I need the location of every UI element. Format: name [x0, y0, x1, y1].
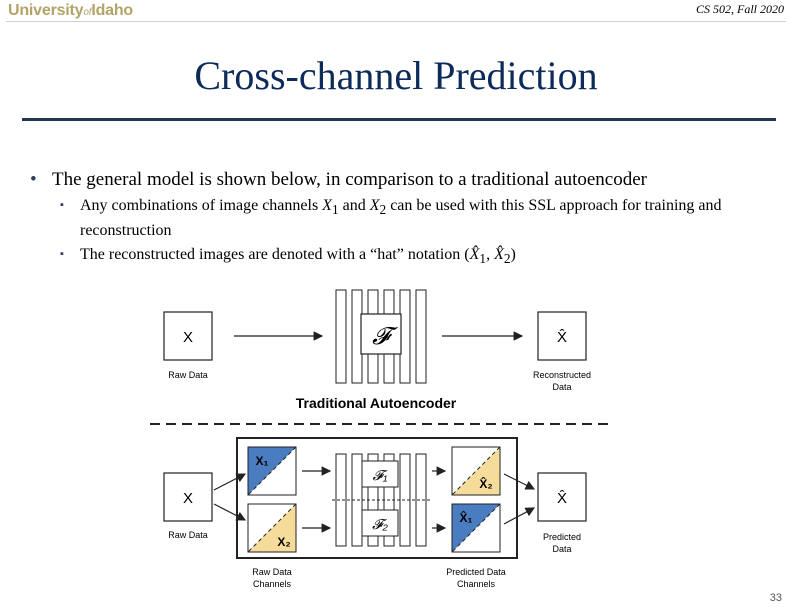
university-logo: UniversityofIdaho	[8, 2, 133, 19]
reconstructed-box	[537, 311, 587, 361]
reconstructed-symbol: X̂	[557, 329, 567, 346]
raw-data-symbol-2: X	[183, 490, 193, 507]
arrow-merge-2	[503, 507, 536, 525]
title-rule	[22, 118, 776, 121]
arrow-split-2	[213, 503, 247, 521]
predicted-channel-2-label: X̂₂	[479, 476, 492, 491]
predicted-channels-label-2: Channels	[457, 579, 496, 589]
page-number: 33	[769, 592, 782, 604]
predicted-channel-1-label: X̂₁	[460, 510, 473, 525]
model-frame	[236, 437, 518, 559]
predicted-data-label-2: Data	[552, 544, 571, 554]
encoder-stack	[335, 289, 427, 384]
section-title: Traditional Autoencoder	[296, 395, 457, 411]
bullet-list: The general model is shown below, in com…	[30, 168, 780, 269]
raw-data-label-2: Raw Data	[168, 530, 208, 540]
predicted-data-box	[537, 472, 587, 522]
architecture-figure: X Raw Data 𝓕 X̂ Reconstructed Data Tradi…	[150, 289, 608, 589]
channel-1-input	[247, 446, 297, 496]
raw-channels-label-1: Raw Data	[252, 567, 292, 577]
channel-2-input	[247, 503, 297, 553]
reconstructed-label-1: Reconstructed	[533, 370, 591, 380]
bullet-main: The general model is shown below, in com…	[30, 168, 780, 192]
bullet-sub-2: The reconstructed images are denoted wit…	[60, 244, 780, 269]
raw-data-box	[163, 311, 213, 361]
dual-encoder-stack	[332, 453, 430, 547]
predicted-channel-2	[451, 446, 501, 496]
predicted-channels-label-1: Predicted Data	[446, 567, 506, 577]
bullet-sub-1: Any combinations of image channels X1 an…	[60, 195, 780, 241]
raw-data-box-2	[163, 472, 213, 522]
channel-1-label: X₁	[256, 454, 269, 468]
channel-2-label: X₂	[277, 535, 290, 549]
predicted-data-symbol: X̂	[557, 490, 567, 507]
header-divider	[6, 21, 786, 22]
reconstructed-label-2: Data	[552, 382, 571, 392]
encoder-2-symbol: 𝓕₂	[372, 516, 388, 532]
arrow-merge-1	[503, 473, 536, 490]
course-label: CS 502, Fall 2020	[695, 2, 784, 16]
predicted-channel-1	[451, 503, 501, 553]
slide-title: Cross-channel Prediction	[194, 53, 598, 98]
raw-data-symbol: X	[183, 329, 193, 346]
encoder-1-symbol: 𝓕₁	[373, 467, 388, 483]
predicted-data-label-1: Predicted	[543, 532, 581, 542]
raw-channels-label-2: Channels	[253, 579, 292, 589]
arrow-split-1	[213, 473, 247, 491]
raw-data-label: Raw Data	[168, 370, 208, 380]
